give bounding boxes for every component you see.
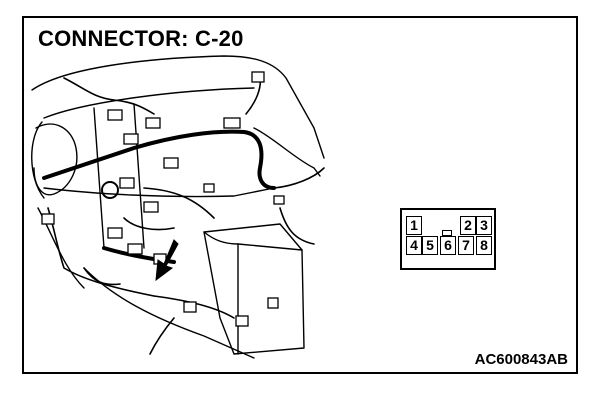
harness-connector-5 xyxy=(119,177,135,189)
pin-2: 2 xyxy=(460,216,476,235)
wire-6 xyxy=(149,317,175,355)
harness-connector-8 xyxy=(251,71,265,83)
wire-1 xyxy=(63,77,155,115)
harness-connector-15 xyxy=(41,213,55,225)
harness-connector-10 xyxy=(127,243,143,255)
right-dash xyxy=(253,127,321,177)
harness-connector-16 xyxy=(273,195,285,205)
center-stack xyxy=(93,103,145,249)
wiring-harness-illustration xyxy=(31,55,325,359)
steering-column xyxy=(33,123,78,196)
harness-connector-4 xyxy=(163,157,179,169)
console-top xyxy=(203,231,303,251)
wire-9 xyxy=(143,187,215,219)
harness-connector-17 xyxy=(203,183,215,193)
pin-1: 1 xyxy=(406,216,422,235)
pin-7: 7 xyxy=(458,236,474,255)
harness-connector-3 xyxy=(145,117,161,129)
wire-10 xyxy=(123,217,175,231)
dashboard-top-edge xyxy=(31,55,325,159)
pin-4: 4 xyxy=(406,236,422,255)
diagram-frame: CONNECTOR: C-20 xyxy=(22,16,578,374)
wire-7 xyxy=(279,207,315,245)
harness-connector-1 xyxy=(107,109,123,121)
highlight-circle xyxy=(101,181,119,199)
connector-key xyxy=(442,230,452,236)
dashboard-lower-panel xyxy=(43,187,275,198)
pin-8: 8 xyxy=(476,236,492,255)
harness-connector-13 xyxy=(235,315,249,327)
pin-6: 6 xyxy=(440,236,456,255)
location-arrow-icon xyxy=(155,239,179,282)
wire-5 xyxy=(153,295,235,319)
harness-connector-6 xyxy=(143,201,159,213)
main-harness xyxy=(42,129,276,190)
center-console xyxy=(203,223,305,355)
steering-wheel xyxy=(31,121,45,199)
harness-connector-12 xyxy=(183,301,197,313)
wire-3 xyxy=(273,167,325,189)
harness-connector-7 xyxy=(223,117,241,129)
illustration-code: AC600843AB xyxy=(474,351,568,368)
wire-8 xyxy=(83,267,121,286)
connector-c20-face: 1 2 3 4 5 6 7 8 xyxy=(400,208,496,270)
wire-4 xyxy=(47,207,155,297)
diagram-title: CONNECTOR: C-20 xyxy=(38,26,244,51)
harness-connector-2 xyxy=(123,133,139,145)
pin-3: 3 xyxy=(476,216,492,235)
dashboard-front-edge xyxy=(43,87,255,119)
pin-5: 5 xyxy=(422,236,438,255)
floor-panel xyxy=(83,267,255,359)
harness-connector-9 xyxy=(107,227,123,239)
harness-connector-14 xyxy=(267,297,279,309)
